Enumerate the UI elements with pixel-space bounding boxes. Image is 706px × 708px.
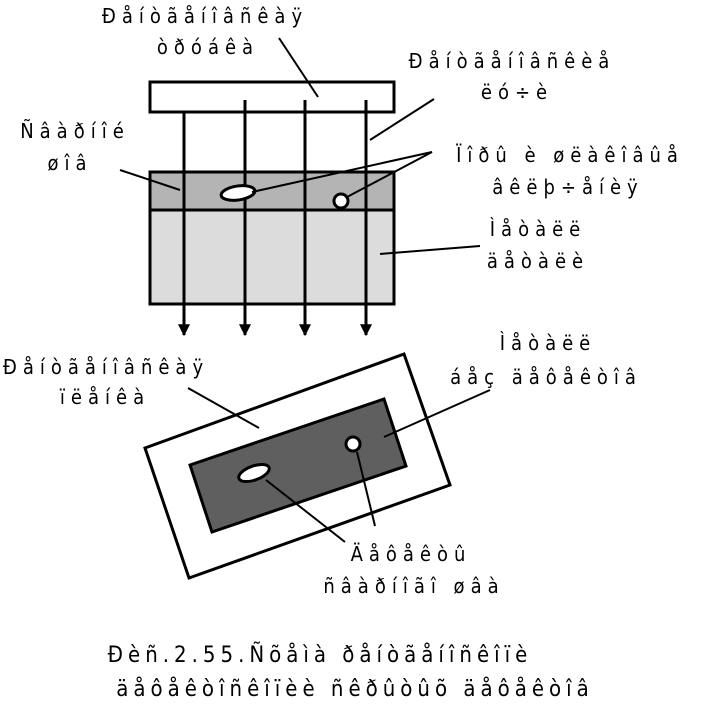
- label-pores-line1: Ïîðû è øëàêîâûå: [456, 143, 684, 167]
- label-weld-seam-line1: Ñâàðíîé: [20, 119, 130, 143]
- label-xray-tube-line2: òðóáêà: [157, 35, 259, 59]
- label-xray-film-line2: ïëåíêà: [59, 385, 150, 409]
- leader-tube: [278, 37, 319, 98]
- label-metal-nodefect-line2: áåç äåôåêòîâ: [450, 365, 642, 389]
- label-metal-line2: äåòàëè: [487, 249, 589, 273]
- film-pore-shadow: [344, 435, 362, 453]
- leader-pores-2: [346, 151, 433, 198]
- leader-pores-1: [251, 151, 433, 193]
- leader-rays: [369, 98, 435, 141]
- leader-seam: [119, 169, 181, 191]
- label-weld-defects-line1: Äåôåêòû: [351, 542, 472, 566]
- label-weld-defects-line2: ñâàðíîãî øâà: [323, 574, 504, 598]
- leader-metal: [379, 245, 481, 255]
- label-xray-rays-line1: Ðåíòãåíîâñêèå: [409, 49, 616, 73]
- label-weld-seam-line2: øîâ: [47, 151, 92, 175]
- label-metal-line1: Ìåòàëë: [490, 217, 587, 241]
- weld-seam-band: [148, 170, 396, 212]
- label-xray-rays-line2: ëó÷è: [481, 80, 553, 104]
- leader-metal-nodef: [383, 389, 491, 438]
- leader-defect-1: [265, 479, 346, 543]
- film-slag-shadow: [237, 462, 271, 484]
- xray-tube: [148, 80, 396, 114]
- label-xray-film-line1: Ðåíòãåíîâñêàÿ: [3, 355, 209, 379]
- figure-caption-line2: äåôåêòîñêîïèè ñêðûòûõ äåôåêòîâ: [116, 676, 594, 702]
- label-xray-tube-line1: Ðåíòãåíîâñêàÿ: [102, 4, 308, 28]
- label-metal-nodefect-line1: Ìåòàëë: [500, 331, 597, 355]
- film-image-of-part: [188, 397, 408, 534]
- metal-part: [148, 208, 396, 306]
- label-pores-line2: âêëþ÷åíèÿ: [492, 175, 643, 199]
- leader-film: [187, 387, 260, 429]
- pore: [332, 192, 350, 210]
- leader-defect-2: [356, 451, 376, 527]
- figure-caption-line1: Ðèñ.2.55.Ñõåìà ðåíòãåíîñêîïè: [108, 641, 533, 668]
